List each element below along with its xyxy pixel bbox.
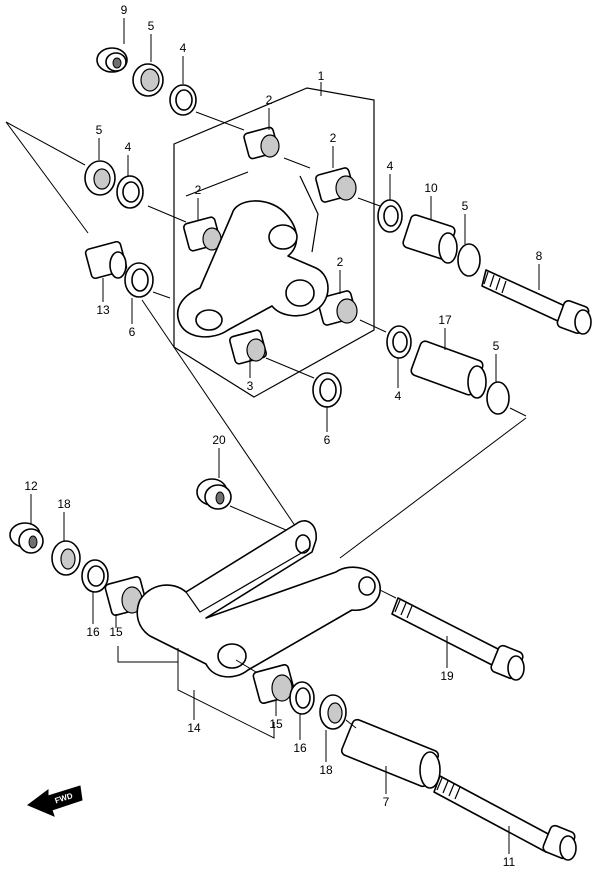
callout-7: 7 bbox=[383, 795, 390, 809]
part-7-spacer bbox=[340, 718, 441, 789]
callout-4: 4 bbox=[125, 140, 132, 154]
callout-19: 19 bbox=[440, 669, 454, 683]
fwd-arrow-icon: FWD bbox=[27, 785, 83, 817]
callout-18: 18 bbox=[57, 497, 71, 511]
part-2-bearing-left bbox=[183, 216, 222, 252]
part-4-seal-lower bbox=[386, 325, 412, 359]
part-16-seal-left bbox=[81, 559, 109, 593]
part-6-seal-left bbox=[124, 262, 154, 298]
part-13-spacer bbox=[84, 240, 128, 280]
callout-4: 4 bbox=[180, 41, 187, 55]
callout-5: 5 bbox=[148, 19, 155, 33]
callout-leaders bbox=[30, 18, 540, 854]
callout-9: 9 bbox=[121, 3, 128, 17]
part-16-seal-lower bbox=[289, 681, 315, 715]
part-4-seal-right bbox=[377, 199, 403, 233]
part-5-seal-left bbox=[84, 160, 116, 196]
callout-6: 6 bbox=[324, 433, 331, 447]
part-4-seal-left bbox=[116, 175, 144, 209]
callout-2: 2 bbox=[266, 93, 273, 107]
part-19-bolt bbox=[391, 597, 525, 681]
part-2-bearing-top bbox=[243, 126, 280, 160]
part-11-bolt bbox=[433, 775, 577, 861]
callout-2: 2 bbox=[337, 255, 344, 269]
part-6-seal-bottom bbox=[312, 372, 342, 408]
part-4-seal-top bbox=[169, 84, 197, 116]
callout-8: 8 bbox=[536, 249, 543, 263]
callout-4: 4 bbox=[387, 159, 394, 173]
callout-15: 15 bbox=[269, 717, 283, 731]
part-20-nut bbox=[196, 478, 232, 510]
part-9-nut bbox=[96, 47, 128, 73]
callout-16: 16 bbox=[293, 741, 307, 755]
callout-5: 5 bbox=[462, 199, 469, 213]
part-5-washer-right bbox=[457, 243, 481, 277]
bracket-left bbox=[5, 121, 89, 234]
callout-3: 3 bbox=[247, 379, 254, 393]
center-lines-lower bbox=[235, 589, 397, 729]
callout-5: 5 bbox=[96, 123, 103, 137]
callout-4: 4 bbox=[395, 389, 402, 403]
part-5-washer-lower bbox=[486, 381, 510, 415]
callout-numbers: 9 5 4 1 2 5 4 2 2 4 10 5 8 2 13 6 17 5 3… bbox=[24, 3, 542, 869]
center-lines-long bbox=[141, 299, 527, 559]
callout-14: 14 bbox=[187, 721, 201, 735]
callout-18: 18 bbox=[319, 763, 333, 777]
callout-10: 10 bbox=[424, 181, 438, 195]
part-18-washer-lower bbox=[319, 694, 347, 730]
callout-15: 15 bbox=[109, 625, 123, 639]
part-15-bearing-lower bbox=[252, 663, 296, 705]
callout-2: 2 bbox=[195, 183, 202, 197]
callout-2: 2 bbox=[330, 131, 337, 145]
callout-13: 13 bbox=[96, 303, 110, 317]
callout-17: 17 bbox=[438, 313, 452, 327]
part-14-cushion-rod bbox=[136, 520, 381, 678]
callout-20: 20 bbox=[212, 433, 226, 447]
part-2-bearing-lower bbox=[317, 290, 358, 326]
callout-5: 5 bbox=[493, 339, 500, 353]
callout-1: 1 bbox=[318, 69, 325, 83]
part-8-bolt bbox=[481, 269, 592, 335]
callout-11: 11 bbox=[503, 855, 516, 869]
part-5-seal-top bbox=[132, 63, 164, 97]
callout-12: 12 bbox=[24, 479, 38, 493]
part-12-nut bbox=[9, 522, 44, 554]
center-lines-upper bbox=[147, 111, 527, 417]
part-3-bearing bbox=[229, 329, 267, 365]
bracket-14 bbox=[117, 646, 275, 739]
part-17-spacer bbox=[410, 340, 487, 399]
callout-6: 6 bbox=[129, 325, 136, 339]
part-1-cushion-lever bbox=[176, 200, 329, 338]
callout-16: 16 bbox=[86, 625, 100, 639]
part-2-bearing-right bbox=[315, 167, 357, 203]
part-18-washer-left bbox=[51, 540, 81, 576]
part-10-spacer bbox=[402, 214, 458, 264]
part-15-bearing-left bbox=[104, 575, 148, 617]
